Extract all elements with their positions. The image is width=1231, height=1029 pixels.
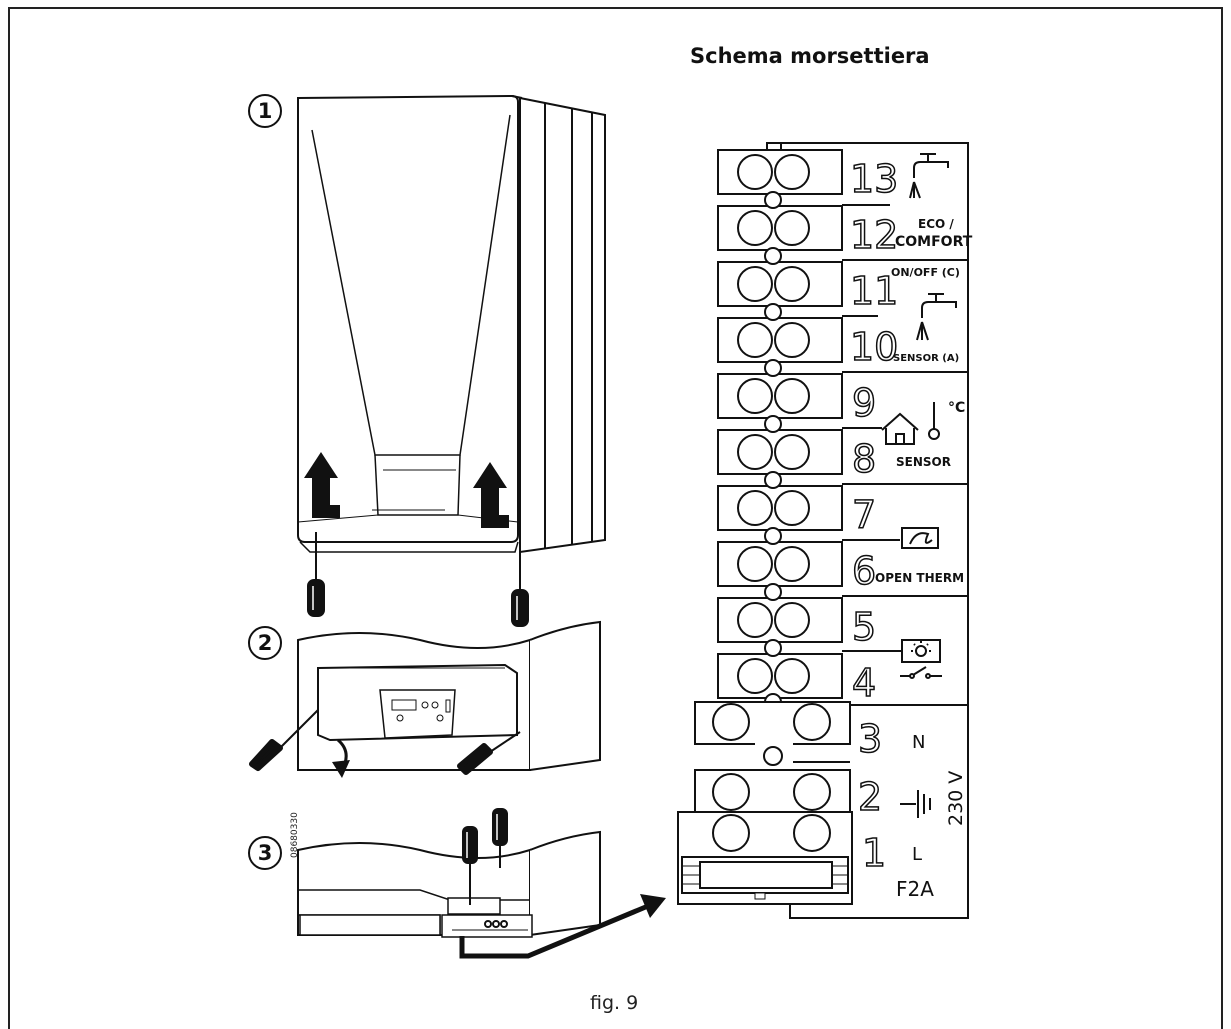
label-sensor: SENSOR [896, 455, 951, 469]
terminal-row-6 [717, 541, 843, 587]
terminal-row-12 [717, 205, 843, 251]
terminal-row-5 [717, 597, 843, 643]
tap-icon [909, 153, 949, 199]
arrow-head-icon [640, 894, 666, 918]
ground-icon [900, 790, 931, 818]
terminal-row-13 [717, 149, 843, 195]
arrow-up-icon [304, 452, 340, 518]
screwdriver-icon [462, 826, 478, 905]
terminal-number-1: 1 [862, 831, 886, 875]
terminal-number-8: 8 [852, 437, 876, 481]
pointer-arrow [459, 903, 649, 959]
label-l: L [912, 844, 922, 865]
terminal-block [677, 142, 969, 919]
terminal-row-10 [717, 317, 843, 363]
terminal-number-3: 3 [858, 717, 882, 761]
figure-border [8, 7, 1223, 1029]
step-3-badge: 3 [248, 836, 282, 870]
screwdriver-icon [457, 731, 521, 775]
terminal-number-12: 12 [850, 213, 898, 257]
label-comfort: COMFORT [895, 234, 973, 250]
terminal-row-9 [717, 373, 843, 419]
tap-icon [916, 293, 957, 341]
terminal-number-11: 11 [850, 269, 898, 313]
step-1-badge: 1 [248, 94, 282, 128]
label-voltage: 230 V [945, 771, 967, 826]
outdoor-sensor-icon [901, 639, 941, 663]
label-open-therm: OPEN THERM [875, 571, 964, 585]
label-n: N [912, 732, 925, 753]
screwdriver-icon [492, 808, 508, 868]
terminal-number-13: 13 [850, 157, 898, 201]
screwdriver-icon [511, 547, 529, 627]
terminal-number-5: 5 [852, 605, 876, 649]
house-thermometer-icon [881, 402, 940, 445]
terminal-number-2: 2 [858, 775, 882, 819]
screwdriver-icon [307, 532, 325, 617]
label-fuse: F2A [896, 877, 934, 901]
terminal-row-2 [694, 769, 851, 815]
label-onoff: ON/OFF (C) [891, 266, 960, 279]
terminal-number-7: 7 [852, 493, 876, 537]
figure-caption: fig. 9 [590, 992, 639, 1014]
step-2-badge: 2 [248, 626, 282, 660]
terminal-row-11 [717, 261, 843, 307]
terminal-number-6: 6 [852, 549, 876, 593]
label-sensor-a: SENSOR (A) [893, 353, 959, 364]
opentherm-icon [901, 527, 939, 549]
control-panel-view [297, 620, 601, 771]
terminal-row-8 [717, 429, 843, 475]
switch-icon [900, 666, 942, 679]
boiler-front-view [297, 94, 606, 554]
arrow-down-icon [332, 760, 350, 778]
screwdriver-icon [249, 709, 319, 771]
arrow-up-icon [473, 462, 509, 528]
terminal-number-9: 9 [852, 381, 876, 425]
terminal-number-4: 4 [852, 661, 876, 705]
terminal-row-4 [717, 653, 843, 699]
drawing-code: 08680330 [290, 812, 300, 858]
diagram-title: Schema morsettiera [690, 44, 930, 68]
terminal-access-view [297, 830, 601, 938]
terminal-row-1 [677, 811, 853, 905]
terminal-row-3 [694, 701, 851, 768]
terminal-number-10: 10 [850, 325, 898, 369]
terminal-row-7 [717, 485, 843, 531]
label-eco: ECO / [918, 217, 954, 231]
label-deg-c: °C [948, 400, 965, 416]
